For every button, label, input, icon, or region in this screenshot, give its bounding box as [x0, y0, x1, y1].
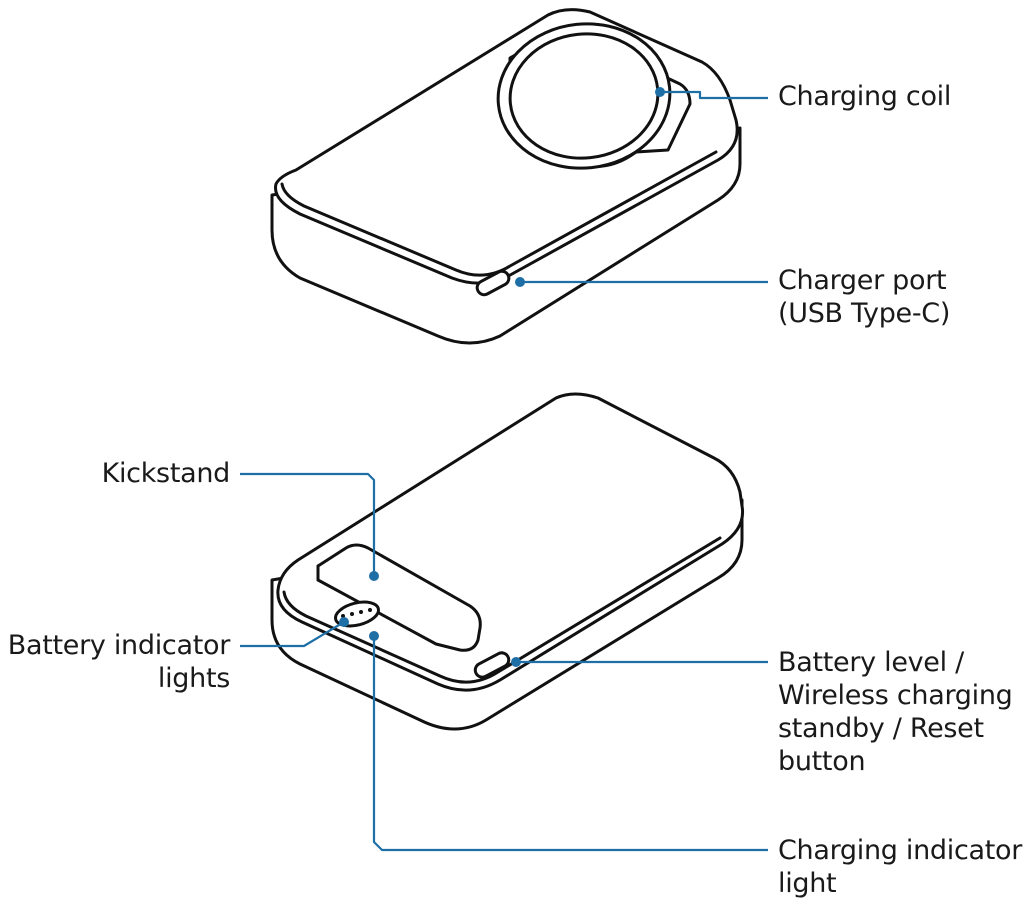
indicator-led-3: [359, 610, 363, 614]
label-charger-port: Charger port (USB Type-C): [778, 264, 950, 330]
leader-dot-battery-level-button: [511, 657, 521, 667]
leader-dot-charging-indicator-light: [369, 631, 379, 641]
indicator-led-2: [350, 612, 354, 616]
label-battery-level-button: Battery level / Wireless charging standb…: [778, 646, 1012, 778]
label-charging-coil: Charging coil: [778, 80, 951, 113]
label-battery-indicator-lights: Battery indicator lights: [4, 629, 230, 695]
label-kickstand: Kickstand: [60, 457, 230, 490]
leader-dot-battery-indicator-lights: [339, 617, 349, 627]
leader-dot-charger-port: [515, 277, 525, 287]
leader-dot-kickstand: [369, 571, 379, 581]
label-charging-indicator-light: Charging indicator light: [778, 834, 1022, 900]
leader-dot-charging-coil: [655, 87, 665, 97]
device-back-view: [272, 394, 743, 729]
indicator-led-4: [368, 608, 372, 612]
device-front-view: [272, 10, 740, 343]
